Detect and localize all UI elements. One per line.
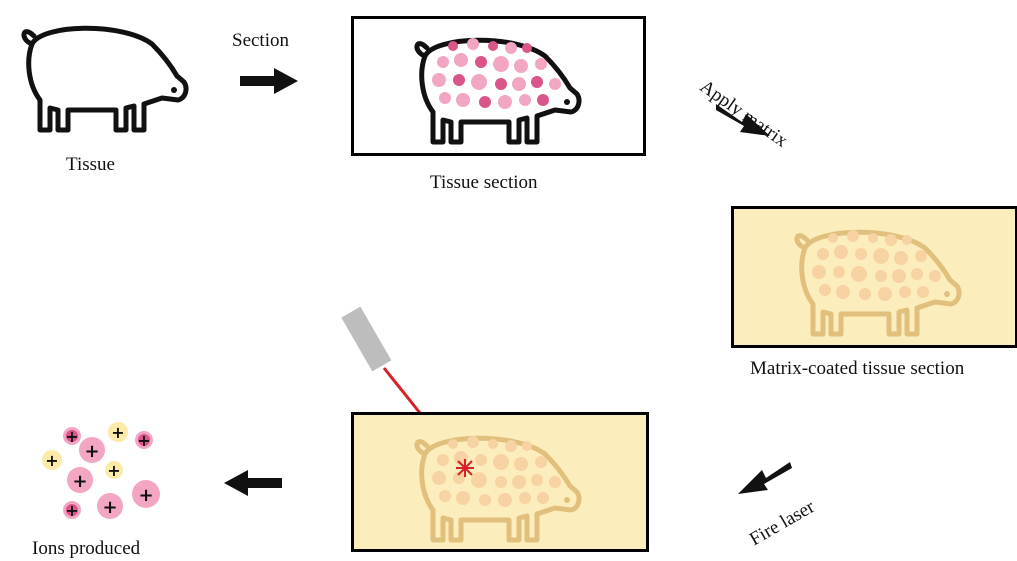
ion-icon: +	[63, 427, 81, 446]
arrow-down-right-icon	[712, 92, 774, 142]
pig-icon-tissue	[12, 14, 202, 134]
svg-text:+: +	[72, 471, 87, 492]
ion-icon: +	[135, 431, 153, 450]
laser-spot-icon	[455, 458, 475, 478]
svg-text:+: +	[45, 451, 58, 470]
tissue-label: Tissue	[66, 154, 115, 176]
svg-text:+: +	[107, 461, 120, 480]
tissue-section-label: Tissue section	[430, 172, 538, 194]
ion-icon: +	[97, 493, 123, 519]
ion-icon: +	[63, 501, 81, 520]
svg-text:+: +	[65, 427, 78, 446]
arrow-right-icon	[238, 66, 300, 96]
svg-text:+: +	[65, 501, 78, 520]
svg-text:+: +	[137, 431, 150, 450]
ion-icon: +	[132, 480, 160, 508]
svg-text:+: +	[138, 485, 153, 506]
matrix-coated-label: Matrix-coated tissue section	[750, 358, 964, 380]
ions-cluster: + + + + + + + + + +	[38, 418, 178, 528]
ion-icon: +	[67, 467, 93, 493]
ion-icon: +	[108, 422, 128, 442]
pig-icon-matrix	[785, 218, 975, 338]
section-arrow-label: Section	[232, 30, 289, 52]
svg-text:+: +	[102, 497, 117, 518]
ion-icon: +	[42, 450, 62, 470]
ions-label: Ions produced	[32, 538, 140, 560]
arrow-down-left-icon	[734, 456, 796, 506]
ion-icon: +	[105, 461, 123, 480]
arrow-left-icon	[222, 468, 284, 498]
ion-icon: +	[79, 437, 105, 463]
svg-text:+: +	[84, 441, 99, 462]
pig-icon-ablated	[405, 424, 595, 544]
svg-text:+: +	[111, 423, 124, 442]
pig-icon-sectioned	[405, 26, 595, 146]
